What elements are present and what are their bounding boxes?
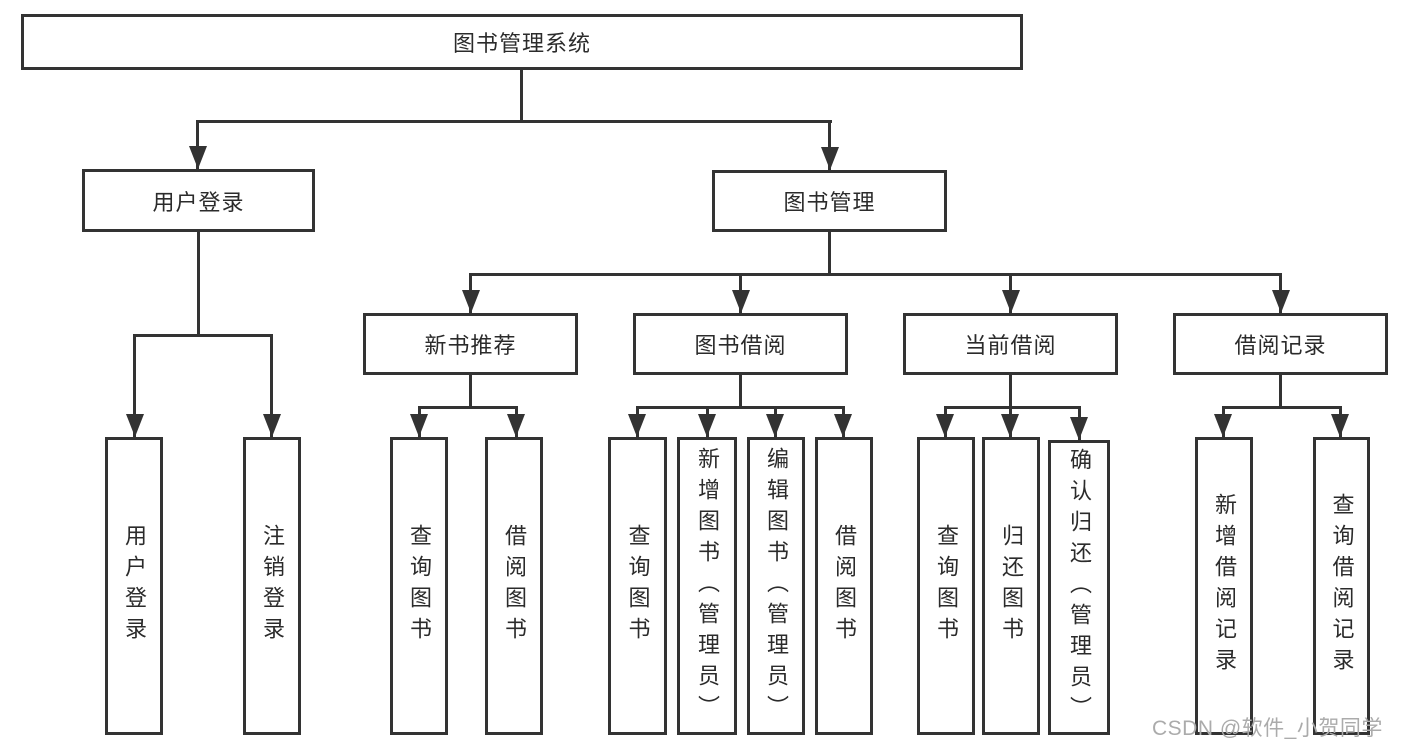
connector-arrowhead-down (834, 414, 852, 437)
leaf-borrow-books-recommend-label: 借阅图书 (502, 524, 527, 648)
leaf-edit-book-admin-label: 编辑图书（管理员） (764, 446, 789, 726)
leaf-query-borrow-record: 查询借阅记录 (1313, 437, 1370, 735)
leaf-confirm-return-admin-label: 确认归还（管理员） (1067, 448, 1092, 727)
node-current-borrowing-label: 当前借阅 (964, 333, 1057, 358)
node-borrowing-records-label: 借阅记录 (1234, 333, 1327, 358)
connector-line (133, 334, 136, 437)
connector-arrowhead-down (126, 414, 144, 437)
leaf-query-borrow-record-label: 查询借阅记录 (1329, 493, 1355, 679)
csdn-watermark: CSDN @软件_小贺同学 (1152, 717, 1383, 740)
leaf-add-book-admin: 新增图书（管理员） (677, 437, 737, 735)
connector-arrowhead-down (936, 414, 954, 437)
connector-line (469, 273, 1282, 276)
leaf-confirm-return-admin: 确认归还（管理员） (1048, 440, 1110, 735)
leaf-query-books-current: 查询图书 (917, 437, 975, 735)
connector-arrowhead-down (507, 414, 525, 437)
connector-arrowhead-down (263, 414, 281, 437)
connector-line (196, 120, 832, 123)
connector-line (944, 406, 1081, 409)
connector-arrowhead-down (1001, 414, 1019, 437)
connector-line (520, 69, 523, 123)
connector-line (1279, 375, 1282, 409)
leaf-query-books-recommend-label: 查询图书 (407, 524, 432, 648)
connector-arrowhead-down (1070, 417, 1088, 440)
node-root-label: 图书管理系统 (452, 31, 591, 56)
connector-line (196, 120, 199, 169)
connector-arrowhead-down (732, 290, 750, 313)
node-book-management-label: 图书管理 (783, 190, 876, 215)
node-new-book-recommend: 新书推荐 (363, 313, 578, 375)
connector-line (133, 334, 273, 337)
connector-arrowhead-down (1331, 414, 1349, 437)
leaf-user-login: 用户登录 (105, 437, 163, 735)
connector-line (636, 406, 845, 409)
connector-line (828, 232, 831, 276)
connector-arrowhead-down (766, 414, 784, 437)
leaf-return-book: 归还图书 (982, 437, 1040, 735)
leaf-add-book-admin-label: 新增图书（管理员） (695, 446, 720, 726)
node-user-login: 用户登录 (82, 169, 315, 232)
node-current-borrowing: 当前借阅 (903, 313, 1118, 375)
connector-line (1009, 375, 1012, 409)
connector-line (197, 232, 200, 337)
leaf-logout-label: 注销登录 (260, 524, 285, 648)
connector-line (469, 375, 472, 409)
connector-arrowhead-down (628, 414, 646, 437)
leaf-query-books-borrowing-label: 查询图书 (625, 524, 651, 648)
connector-arrowhead-down (410, 414, 428, 437)
leaf-user-login-label: 用户登录 (122, 524, 147, 648)
connector-line (828, 120, 831, 170)
node-book-borrowing: 图书借阅 (633, 313, 848, 375)
connector-arrowhead-down (462, 290, 480, 313)
node-borrowing-records: 借阅记录 (1173, 313, 1388, 375)
connector-arrowhead-down (821, 147, 839, 170)
node-book-borrowing-label: 图书借阅 (694, 333, 787, 358)
connector-arrowhead-down (1272, 290, 1290, 313)
connector-arrowhead-down (1002, 290, 1020, 313)
connector-arrowhead-down (698, 414, 716, 437)
node-root-library-system: 图书管理系统 (21, 14, 1023, 70)
leaf-add-borrow-record-label: 新增借阅记录 (1212, 493, 1237, 679)
leaf-return-book-label: 归还图书 (999, 524, 1024, 648)
node-user-login-label: 用户登录 (152, 189, 245, 215)
connector-arrowhead-down (189, 146, 207, 169)
leaf-borrow-books-borrowing-label: 借阅图书 (832, 524, 857, 648)
connector-line (739, 375, 742, 409)
node-book-management: 图书管理 (712, 170, 947, 232)
leaf-borrow-books-borrowing: 借阅图书 (815, 437, 873, 735)
node-new-book-recommend-label: 新书推荐 (424, 333, 517, 358)
connector-arrowhead-down (1214, 414, 1232, 437)
leaf-logout: 注销登录 (243, 437, 301, 735)
leaf-query-books-borrowing: 查询图书 (608, 437, 667, 735)
connector-line (270, 334, 273, 437)
connector-line (1222, 406, 1342, 409)
connector-line (418, 406, 518, 409)
leaf-add-borrow-record: 新增借阅记录 (1195, 437, 1253, 735)
leaf-query-books-current-label: 查询图书 (934, 524, 959, 648)
leaf-borrow-books-recommend: 借阅图书 (485, 437, 543, 735)
leaf-query-books-recommend: 查询图书 (390, 437, 448, 735)
leaf-edit-book-admin: 编辑图书（管理员） (747, 437, 805, 735)
